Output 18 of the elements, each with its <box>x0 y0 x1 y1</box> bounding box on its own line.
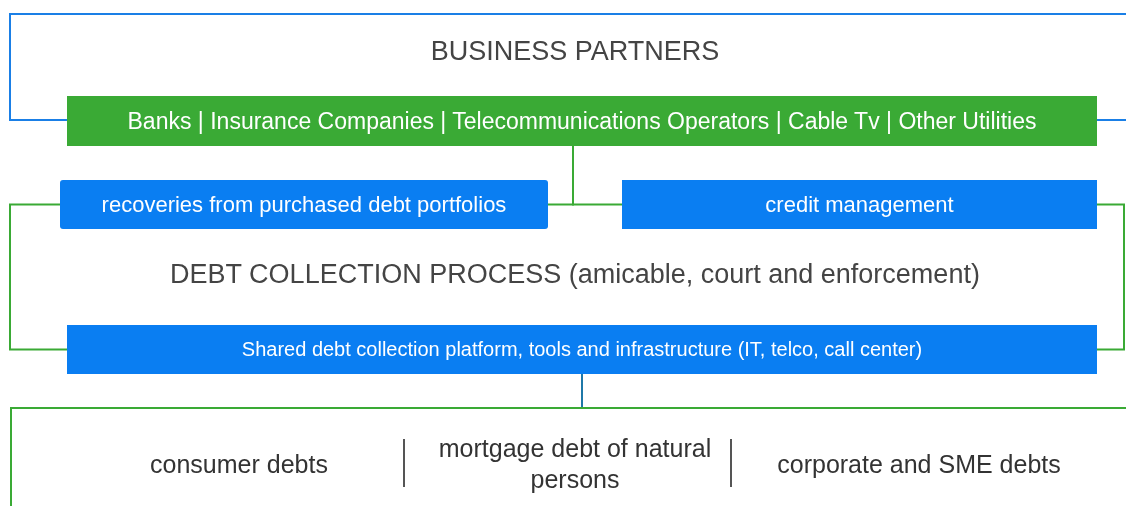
group-frame <box>10 407 1126 506</box>
section-heading: DEBT COLLECTION PROCESS (amicable, court and enforcement) <box>170 259 980 290</box>
connector-line <box>572 145 623 206</box>
process-box <box>622 180 1097 229</box>
connector-line <box>1096 203 1125 351</box>
section-heading: BUSINESS PARTNERS <box>430 36 720 67</box>
box-text: credit management <box>765 191 954 218</box>
box-text: Banks | Insurance Companies | Telecommunications Operators | Cable Tv | Other Utilities <box>127 107 1037 135</box>
category-text: corporate and SME debts <box>777 448 1061 480</box>
partner-bar <box>67 96 1097 146</box>
process-box <box>60 180 548 229</box>
box-text: Shared debt collection platform, tools and infrastructure (IT, telco, call center) <box>241 338 923 361</box>
connector-line <box>581 373 583 408</box>
platform-bar <box>67 325 1097 374</box>
category-text: consumer debts <box>150 448 328 480</box>
box-text: recoveries from purchased debt portfolios <box>101 191 507 218</box>
category-text: mortgage debt of natural persons <box>437 433 713 495</box>
connector-line <box>9 203 68 351</box>
